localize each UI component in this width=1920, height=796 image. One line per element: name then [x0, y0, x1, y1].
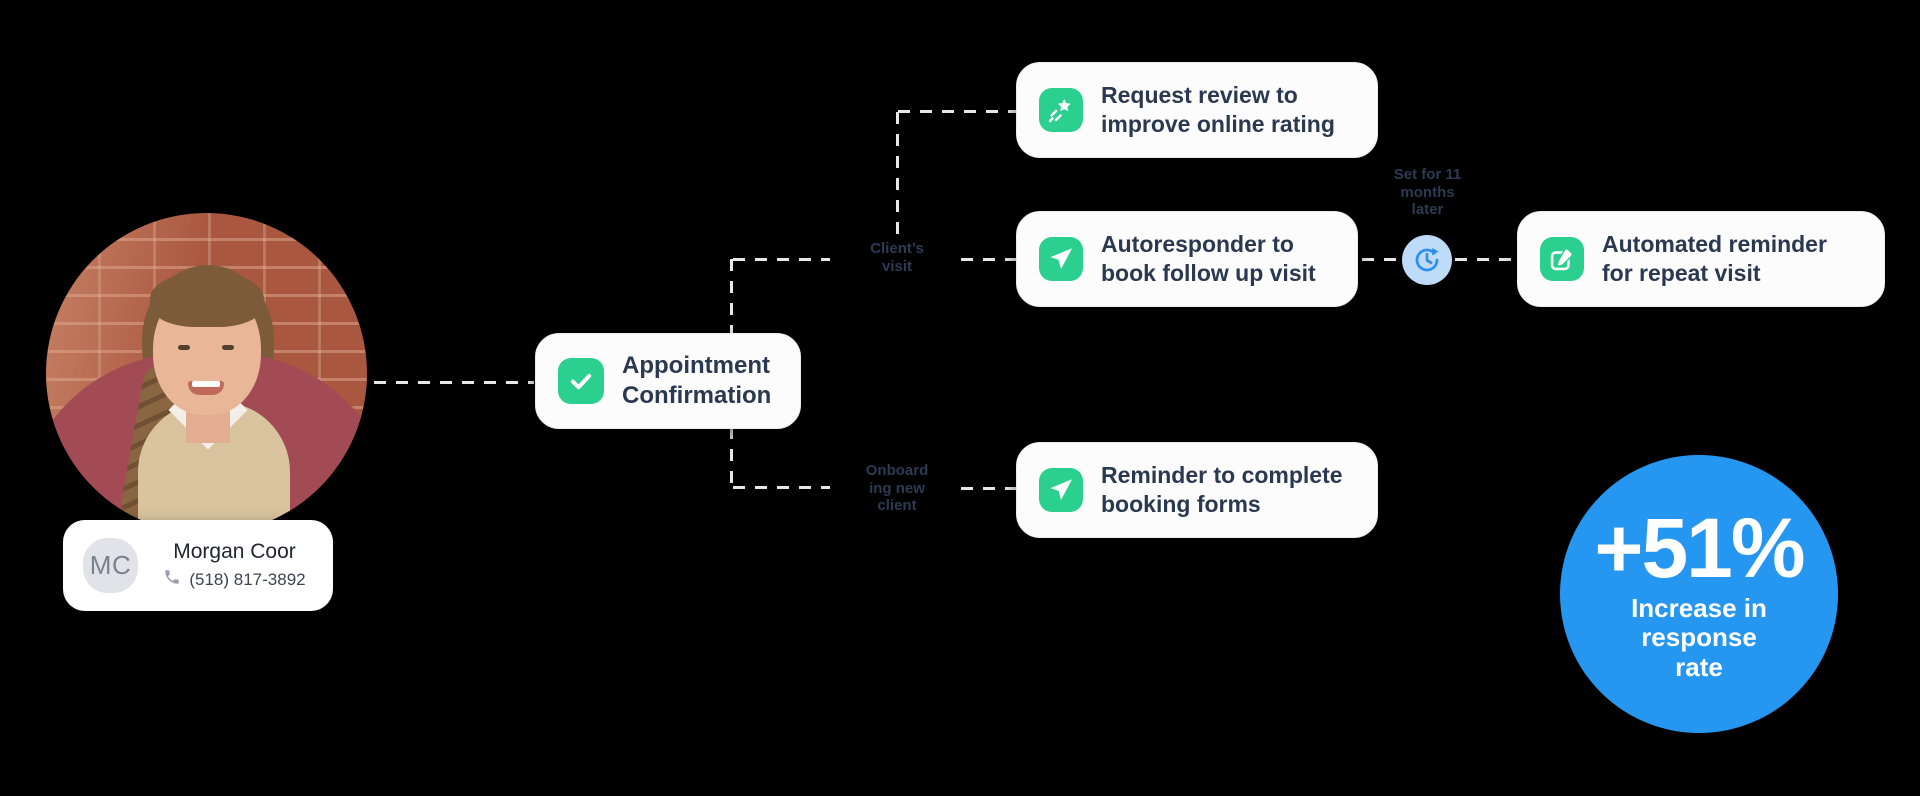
connector-delay-to-repeat: [1455, 258, 1515, 261]
node-autoresponder: Autoresponder to book follow up visit: [1016, 211, 1358, 307]
stat-value: +51%: [1594, 500, 1805, 595]
connector-onboarding-to-reminder: [961, 487, 1017, 490]
avatar-initials-badge: MC: [83, 538, 138, 593]
node-booking-forms-reminder: Reminder to complete booking forms: [1016, 442, 1378, 538]
node-request-review: Request review to improve online rating: [1016, 62, 1378, 158]
connector-root-up: [730, 259, 733, 335]
connector-clients-visit-up: [896, 112, 899, 234]
edit-icon: [1540, 237, 1584, 281]
stat-badge: +51% Increase in response rate: [1560, 455, 1838, 733]
branch-label-onboarding: Onboarding new client: [865, 462, 929, 515]
client-photo: [46, 213, 367, 534]
shooting-star-icon: [1039, 88, 1083, 132]
send-icon: [1039, 468, 1083, 512]
node-label: Autoresponder to book follow up visit: [1101, 231, 1316, 286]
avatar-eye-left: [178, 345, 190, 350]
node-label: Automated reminder for repeat visit: [1602, 231, 1827, 286]
connector-to-clients-visit: [733, 258, 830, 261]
contact-card: MC Morgan Coor (518) 817-3892: [63, 520, 333, 611]
check-icon: [558, 358, 604, 404]
stat-caption: Increase in response rate: [1631, 592, 1767, 682]
connector-avatar-to-root: [374, 381, 534, 384]
node-label: Request review to improve online rating: [1101, 82, 1335, 137]
avatar-fringe: [150, 271, 264, 327]
connector-clients-visit-to-autoresponder: [961, 258, 1017, 261]
avatar-teeth: [192, 381, 220, 387]
phone-icon: [163, 568, 181, 591]
contact-name: Morgan Coor: [173, 540, 296, 563]
clock-history-icon: [1402, 235, 1452, 285]
node-appointment-confirmation: Appointment Confirmation: [535, 333, 801, 429]
node-repeat-visit-reminder: Automated reminder for repeat visit: [1517, 211, 1885, 307]
connector-root-down: [730, 427, 733, 488]
send-icon: [1039, 237, 1083, 281]
delay-label: Set for 11 months later: [1393, 166, 1462, 219]
contact-phone: (518) 817-3892: [189, 569, 306, 589]
node-label: Reminder to complete booking forms: [1101, 462, 1343, 517]
connector-to-request-review: [898, 110, 1017, 113]
branch-label-clients-visit: Client’s visit: [870, 240, 924, 275]
connector-to-onboarding: [733, 486, 830, 489]
node-label: Appointment Confirmation: [622, 351, 772, 409]
connector-autoresponder-to-delay: [1362, 258, 1400, 261]
avatar-eye-right: [222, 345, 234, 350]
